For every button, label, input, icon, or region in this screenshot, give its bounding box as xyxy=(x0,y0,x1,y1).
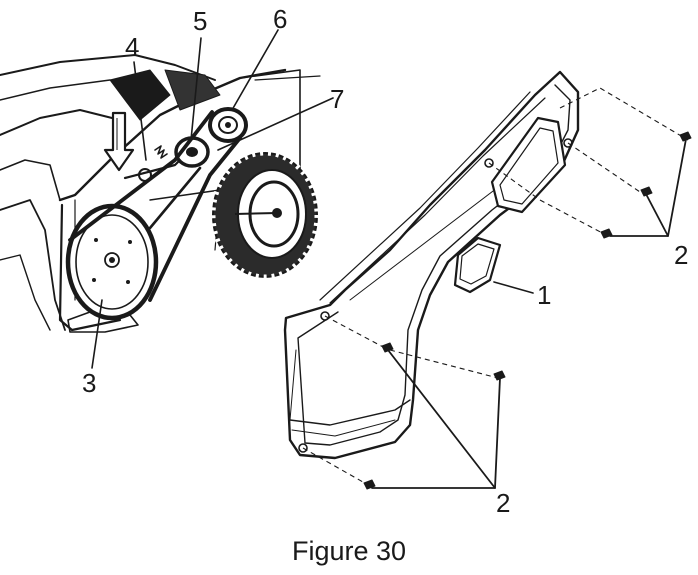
auger-pulley xyxy=(68,206,156,318)
belt-cover xyxy=(285,72,578,458)
callout-engine-pulley: 6 xyxy=(273,4,287,34)
callout-auger-pulley: 3 xyxy=(82,368,96,398)
callout-screw-upper: 2 xyxy=(674,240,688,270)
callout-screw-lower: 2 xyxy=(496,488,510,518)
callout-belt: 7 xyxy=(330,84,344,114)
callout-cover: 1 xyxy=(537,280,551,310)
callout-idler-pulley: 5 xyxy=(193,6,207,36)
callout-idler-arm: 4 xyxy=(125,32,139,62)
figure-caption: Figure 30 xyxy=(0,536,698,567)
wheel xyxy=(213,153,317,277)
